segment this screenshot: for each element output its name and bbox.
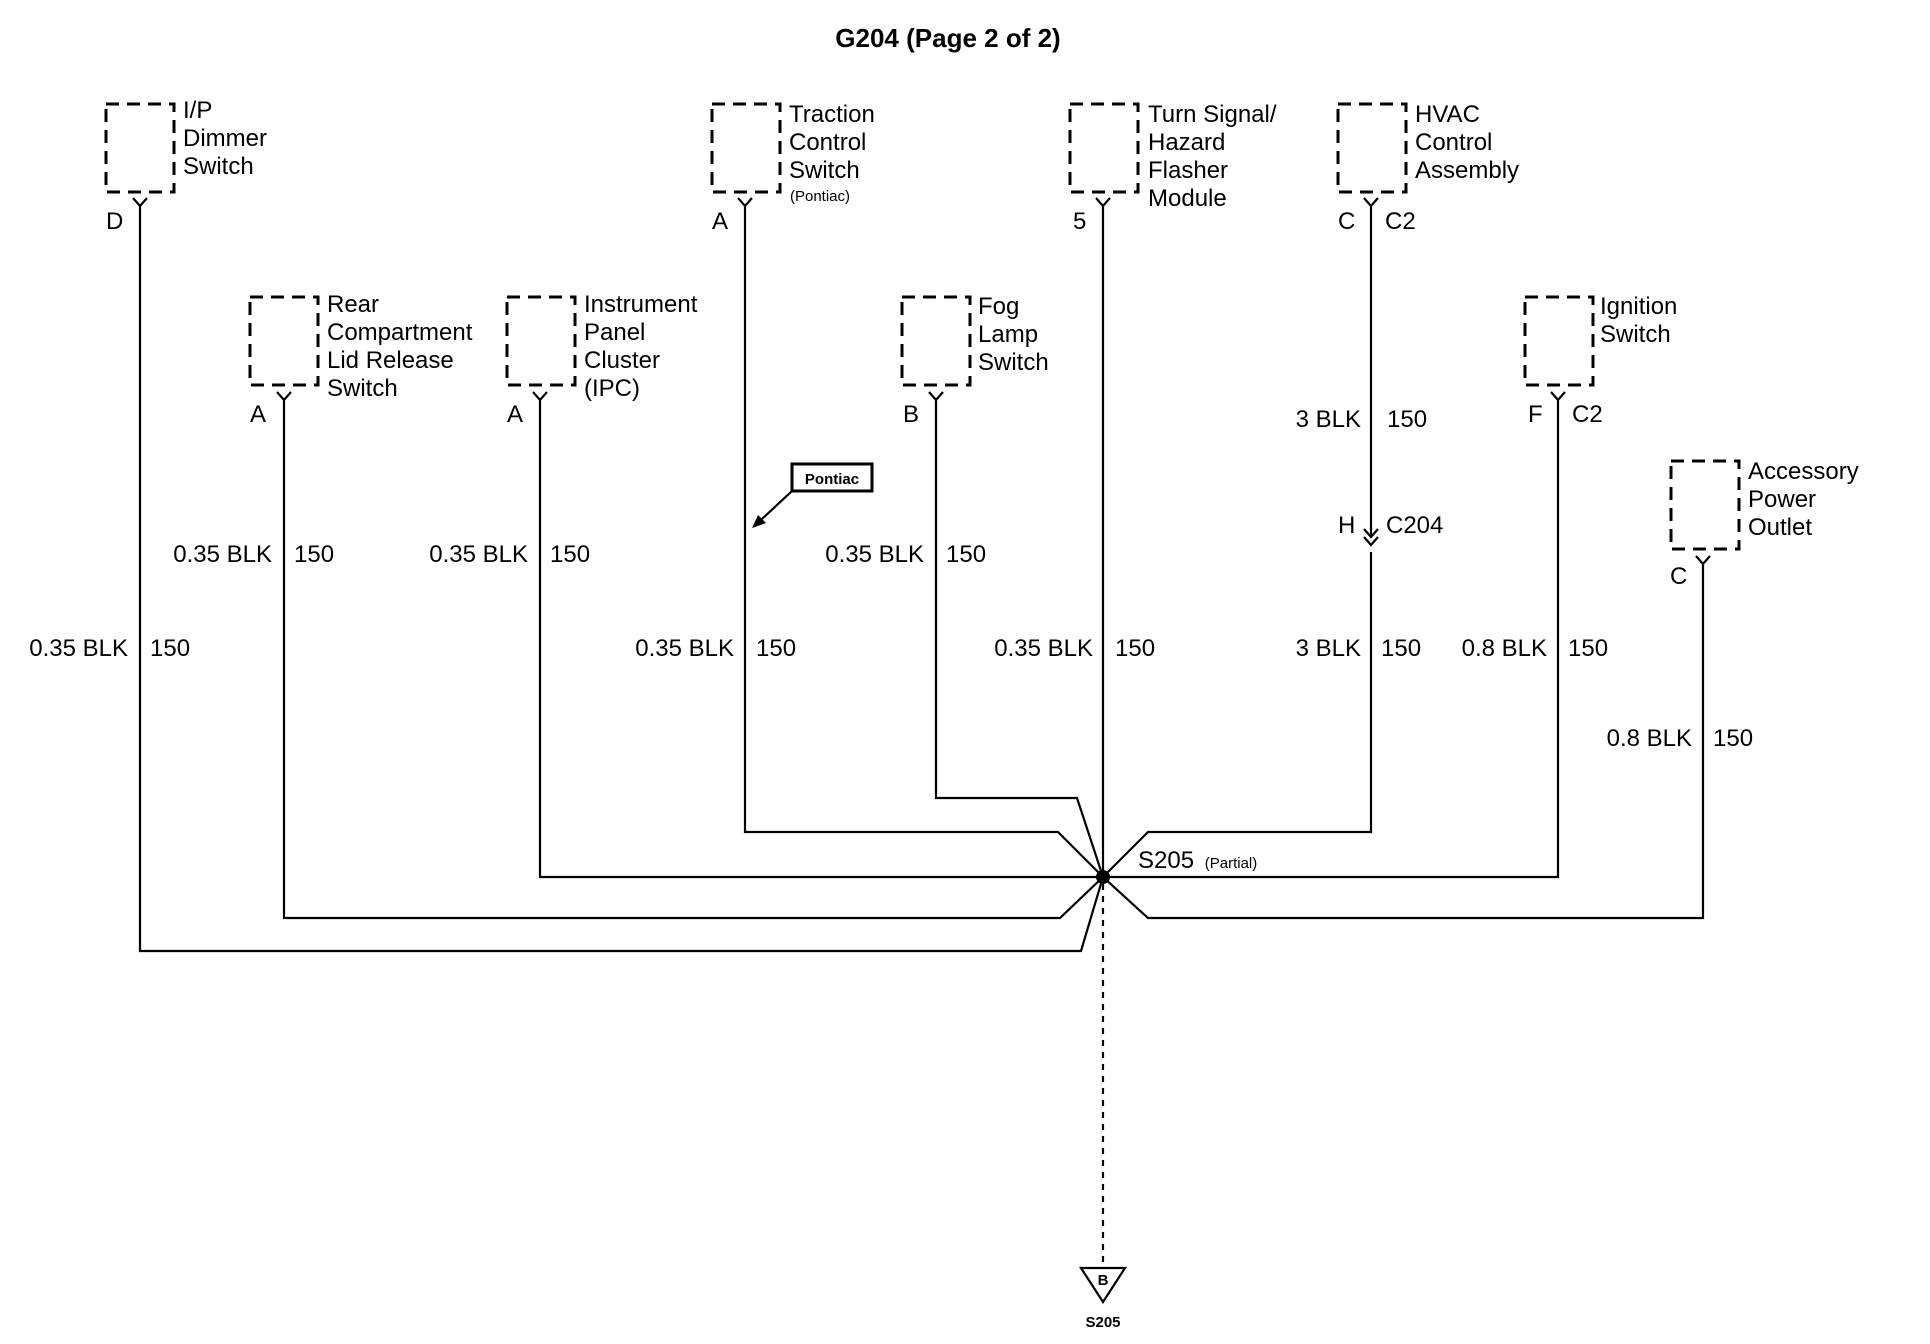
callout-leader-line <box>761 490 793 520</box>
wire-circuit-label: 150 <box>1381 635 1421 662</box>
component-fog-lamp-switch: Fog Lamp Switch B <box>900 293 1049 428</box>
component-hvac-control-assembly: HVAC Control Assembly C C2 <box>1336 101 1519 235</box>
component-box <box>1068 102 1140 194</box>
component-turn-signal-flasher-module: Turn Signal/ Hazard Flasher Module 5 <box>1068 101 1283 235</box>
pin-label: D <box>106 208 123 235</box>
wire-circuit-label: 150 <box>550 541 590 568</box>
callout-box <box>790 462 874 493</box>
terminal-symbol <box>1095 197 1111 208</box>
splice-label: S205 (Partial) <box>1138 847 1257 874</box>
splice-dot <box>1096 870 1110 884</box>
component-traction-control-switch: Traction Control Switch (Pontiac) A <box>710 101 881 235</box>
wire-accessory <box>1102 564 1705 920</box>
component-label: Instrument Panel Cluster (IPC) <box>584 291 704 402</box>
wire-circuit-label: 150 <box>946 541 986 568</box>
connector-male-symbol <box>1363 528 1379 539</box>
offpage-triangle <box>1078 1266 1128 1305</box>
terminal-symbol <box>1363 197 1379 208</box>
wire-hvac-lower <box>1102 552 1373 878</box>
offpage-reference: B S205 <box>1078 1266 1128 1331</box>
wire-circuit-label: 150 <box>294 541 334 568</box>
wire-gauge-label: 0.35 BLK <box>29 635 128 662</box>
wire-circuit-label: 150 <box>1568 635 1608 662</box>
terminal-symbol <box>132 197 148 208</box>
component-box <box>248 295 320 387</box>
wire-gauge-label: 0.35 BLK <box>994 635 1093 662</box>
wire-rear-compartment <box>282 400 1104 920</box>
component-ignition-switch: Ignition Switch F C2 <box>1523 293 1684 428</box>
connector-name-label: C204 <box>1386 512 1443 539</box>
wire-traction <box>743 206 1104 878</box>
terminal-symbol <box>737 197 753 208</box>
option-callout-pontiac: Pontiac <box>752 462 874 528</box>
wire-circuit-label: 150 <box>1387 406 1427 433</box>
wire-circuit-label: 150 <box>1713 725 1753 752</box>
component-box <box>104 102 176 194</box>
wire-gauge-label: 0.8 BLK <box>1462 635 1547 662</box>
option-note: (Pontiac) <box>790 188 850 205</box>
wire-gauge-label: 0.8 BLK <box>1607 725 1692 752</box>
connector-label: C2 <box>1385 208 1416 235</box>
component-ip-dimmer-switch: I/P Dimmer Switch D <box>104 97 274 235</box>
component-label: Accessory Power Outlet <box>1748 458 1865 541</box>
pin-label: C <box>1670 563 1687 590</box>
component-label: Traction Control Switch <box>789 101 881 184</box>
pin-label: F <box>1528 401 1543 428</box>
terminal-symbol <box>1695 555 1711 566</box>
wire-fog <box>934 400 1105 878</box>
component-label: Turn Signal/ Hazard Flasher Module <box>1148 101 1283 212</box>
component-box <box>505 295 577 387</box>
wire-circuit-label: 150 <box>150 635 190 662</box>
wire-ip-dimmer <box>138 206 1105 953</box>
wire-gauge-label: 3 BLK <box>1296 635 1361 662</box>
connector-female-symbol <box>1363 536 1379 547</box>
component-rear-compartment-lid-release-switch: Rear Compartment Lid Release Switch A <box>248 291 479 428</box>
wire-ignition <box>1103 400 1560 879</box>
wire-runs <box>138 206 1705 953</box>
pin-label: B <box>903 401 919 428</box>
terminal-symbol <box>276 391 292 402</box>
component-label: HVAC Control Assembly <box>1415 101 1519 184</box>
terminal-symbol <box>1550 391 1566 402</box>
component-box <box>710 102 782 194</box>
component-box <box>1669 459 1741 551</box>
offpage-letter: B <box>1098 1272 1109 1289</box>
component-label: Ignition Switch <box>1600 293 1684 348</box>
wire-circuit-label: 150 <box>1115 635 1155 662</box>
component-label: I/P Dimmer Switch <box>183 97 274 180</box>
wire-gauge-label: 0.35 BLK <box>173 541 272 568</box>
wire-gauge-label: 3 BLK <box>1296 406 1361 433</box>
terminal-symbol <box>928 391 944 402</box>
wire-circuit-label: 150 <box>756 635 796 662</box>
component-box <box>1336 102 1408 194</box>
callout-label: Pontiac <box>805 471 859 488</box>
inline-connector-c204: H C204 <box>1338 512 1443 547</box>
component-label: Rear Compartment Lid Release Switch <box>327 291 479 402</box>
component-instrument-panel-cluster: Instrument Panel Cluster (IPC) A <box>505 291 704 428</box>
diagram-title: G204 (Page 2 of 2) <box>835 23 1060 53</box>
pin-label: 5 <box>1073 208 1086 235</box>
pin-label: A <box>250 401 266 428</box>
terminal-symbol <box>532 391 548 402</box>
connector-pin-label: H <box>1338 512 1355 539</box>
pin-label: A <box>507 401 523 428</box>
component-box <box>1523 295 1595 387</box>
wire-gauge-label: 0.35 BLK <box>635 635 734 662</box>
callout-arrowhead <box>752 515 766 528</box>
component-label: Fog Lamp Switch <box>978 293 1049 376</box>
wire-ipc <box>538 400 1103 879</box>
component-accessory-power-outlet: Accessory Power Outlet C <box>1669 458 1865 590</box>
connector-label: C2 <box>1572 401 1603 428</box>
wire-gauge-label: 0.35 BLK <box>429 541 528 568</box>
pin-label: C <box>1338 208 1355 235</box>
offpage-ref-label: S205 <box>1085 1314 1120 1331</box>
pin-label: A <box>712 208 728 235</box>
wire-gauge-label: 0.35 BLK <box>825 541 924 568</box>
component-box <box>900 295 972 387</box>
splice-s205: S205 (Partial) <box>1096 847 1257 884</box>
wire-labels: 0.35 BLK 150 0.35 BLK 150 0.35 BLK 150 0… <box>29 406 1753 752</box>
